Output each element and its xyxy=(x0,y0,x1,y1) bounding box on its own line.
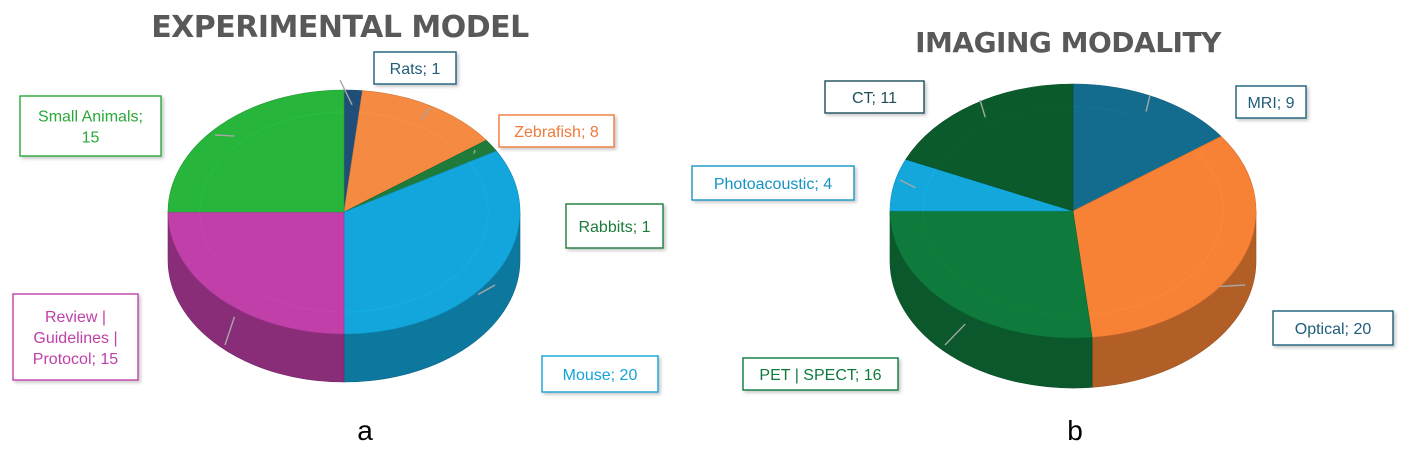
callout-box-zebrafish xyxy=(498,114,615,148)
pie-top-faces xyxy=(167,89,521,335)
pie-slice-optical xyxy=(1072,135,1257,338)
callout-box-small-animals xyxy=(19,95,162,157)
pie-callouts: Rats; 1 Zebrafish; 8 Rabbits; 1 Mouse; 20 Re… xyxy=(12,51,664,393)
pie-slice-pet-spect xyxy=(889,210,1093,339)
callout-label-ct: CT; 11 xyxy=(852,90,897,107)
callout-box-rats xyxy=(373,51,457,85)
callout-label-photoacoustic: Photoacoustic; 4 xyxy=(714,176,832,193)
callout-label-rats: Rats; 1 xyxy=(390,61,441,78)
pie-slice-mouse xyxy=(343,150,521,335)
callout-small-animals: Small Animals; 15 xyxy=(19,95,162,157)
panel-label-b: b xyxy=(1067,415,1083,446)
leader-line-pet-spect xyxy=(944,323,966,346)
pie-rim-mri xyxy=(1072,106,1195,151)
pie-rim-ct xyxy=(935,106,1074,169)
leader-line-review-guidelines-protocol xyxy=(224,316,236,346)
leader-line-small-animals xyxy=(214,134,235,137)
chart-b-title: IMAGING MODALITY xyxy=(915,26,1222,59)
pie-slice-zebrafish xyxy=(343,90,487,213)
callout-label-zebrafish: Zebrafish; 8 xyxy=(514,124,599,141)
pie-chart-imaging-modality: MRI; 9 Optical; 20 PET | SPECT; 16 Photoaco… xyxy=(691,80,1394,391)
chart-a-title: EXPERIMENTAL MODEL xyxy=(151,10,529,45)
callout-label-small-animals: Small Animals; xyxy=(38,109,143,126)
callout-label-review-guidelines-protocol: Protocol; 15 xyxy=(33,351,118,368)
callout-box-review-guidelines-protocol xyxy=(12,293,139,381)
leader-line-rabbits xyxy=(473,149,476,154)
pie-slice-small-animals xyxy=(167,89,345,213)
callout-zebrafish: Zebrafish; 8 xyxy=(498,114,615,148)
callout-rats: Rats; 1 xyxy=(373,51,457,85)
pie-rim-review-guidelines-protocol xyxy=(199,211,345,313)
callout-label-review-guidelines-protocol: Guidelines | xyxy=(33,330,117,347)
callout-mri: MRI; 9 xyxy=(1235,85,1307,119)
pie-rim-small-animals xyxy=(199,111,345,213)
pie-top-faces xyxy=(889,83,1257,339)
callout-review-guidelines-protocol: Review | Guidelines | Protocol; 15 xyxy=(12,293,139,381)
panel-label-a: a xyxy=(357,415,373,446)
pie-slice-mri xyxy=(1072,83,1222,212)
callout-photoacoustic: Photoacoustic; 4 xyxy=(691,165,855,201)
leader-line-mouse xyxy=(477,284,496,296)
callout-box-rabbits xyxy=(565,203,664,249)
callout-label-optical: Optical; 20 xyxy=(1295,321,1372,338)
callout-mouse: Mouse; 20 xyxy=(541,355,659,393)
callout-label-review-guidelines-protocol: Review | xyxy=(45,309,106,326)
leader-line-mri xyxy=(1145,94,1151,112)
leader-line-ct xyxy=(979,99,986,118)
callout-label-mouse: Mouse; 20 xyxy=(563,367,638,384)
pie-rim-rats xyxy=(343,111,360,114)
pie-rim-optical xyxy=(1088,149,1224,316)
leader-line-rats xyxy=(339,79,353,106)
callout-label-small-animals: 15 xyxy=(82,130,100,147)
callout-box-photoacoustic xyxy=(691,165,855,201)
pie-rim-zebrafish xyxy=(359,112,462,154)
callout-ct: CT; 11 xyxy=(824,80,925,114)
leader-line-zebrafish xyxy=(420,107,431,120)
callout-optical: Optical; 20 xyxy=(1272,310,1394,346)
pie-rim-pet-spect xyxy=(922,210,1089,316)
pie-rim-mouse xyxy=(343,161,489,313)
leader-line-photoacoustic xyxy=(899,179,916,189)
callout-box-optical xyxy=(1272,310,1394,346)
callout-label-rabbits: Rabbits; 1 xyxy=(578,219,650,236)
callout-rabbits: Rabbits; 1 xyxy=(565,203,664,249)
pie-slice-ct xyxy=(905,83,1074,212)
callout-pet-spect: PET | SPECT; 16 xyxy=(742,357,899,391)
callout-box-pet-spect xyxy=(742,357,899,391)
callout-box-mouse xyxy=(541,355,659,393)
pie-callouts: MRI; 9 Optical; 20 PET | SPECT; 16 Photoaco… xyxy=(691,80,1394,391)
pie-chart-experimental-model: Rats; 1 Zebrafish; 8 Rabbits; 1 Mouse; 20 Re… xyxy=(12,51,664,393)
leader-line-optical xyxy=(1220,284,1246,288)
callout-label-pet-spect: PET | SPECT; 16 xyxy=(759,367,881,384)
pie-rim-photoacoustic xyxy=(922,168,937,212)
callout-label-mri: MRI; 9 xyxy=(1247,95,1294,112)
callout-box-mri xyxy=(1235,85,1307,119)
callout-box-ct xyxy=(824,80,925,114)
pie-slice-review-guidelines-protocol xyxy=(167,211,345,335)
